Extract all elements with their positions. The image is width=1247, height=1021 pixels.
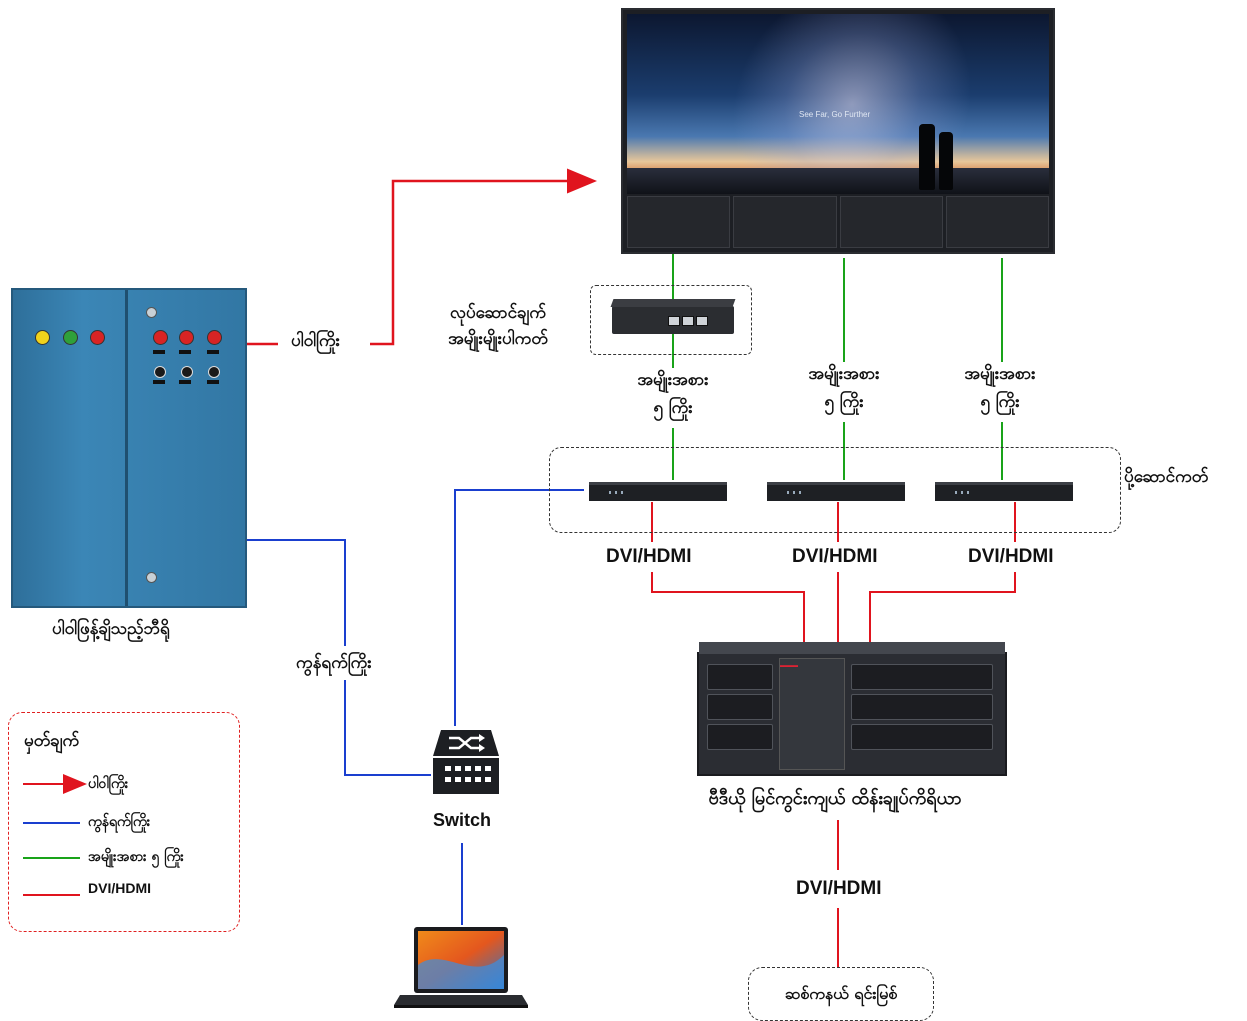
- signal-source-label: ဆစ်ကနယ် ရင်းမြစ်: [784, 984, 898, 1003]
- cat5-label-2: အမျိုးအစား ၅ ကြိုး: [774, 360, 914, 416]
- multifunction-card-device: [610, 299, 736, 334]
- cat5-label-3-line2: ၅ ကြိုး: [980, 392, 1020, 412]
- multifunction-card-label-line2: အမျိုးမျိုးပါကတ်: [448, 329, 548, 349]
- cat5-label-3: အမျိုးအစား ၅ ကြိုး: [930, 360, 1070, 416]
- power-cable-line: [243, 168, 597, 346]
- cat5-label-1-line2: ၅ ကြိုး: [653, 398, 693, 418]
- dvi-label-1: DVI/HDMI: [606, 546, 692, 567]
- cat5-label-1-line1: အမျိုးအစား: [637, 370, 709, 390]
- sending-card-1: [589, 482, 727, 501]
- dvi-label-bottom: DVI/HDMI: [796, 878, 882, 899]
- dvi-label-3: DVI/HDMI: [968, 546, 1054, 567]
- network-cable-line: [243, 489, 584, 925]
- multifunction-card-label: လုပ်ဆောင်ချက် အမျိုးမျိုးပါကတ်: [428, 300, 568, 352]
- video-wall-tagline: See Far, Go Further: [799, 110, 871, 119]
- legend-item-network: ကွန်ရက်ကြိုး: [88, 814, 151, 830]
- gateway-box: [590, 285, 752, 355]
- switch-icon: [433, 730, 499, 794]
- legend-title: မှတ်ချက်: [24, 731, 80, 751]
- laptop-icon: [394, 927, 528, 1008]
- controller-brand: ▬▬▬: [780, 663, 798, 669]
- video-wall-controller: [697, 642, 1007, 776]
- switch-label: Switch: [433, 810, 492, 830]
- cabinet-label: ပါဝါဖြန့်ချိသည့်ဘီရို: [52, 619, 170, 639]
- legend-item-power: ပါဝါကြိုး: [88, 776, 129, 792]
- sending-card-label: ပို့ဆောင်ကတ်: [1124, 467, 1209, 487]
- dvi-label-2: DVI/HDMI: [792, 546, 878, 567]
- video-wall-lower-panels: [627, 196, 1049, 248]
- cat5-label-2-line1: အမျိုးအစား: [808, 364, 880, 384]
- controller-label: ဗီဒီယို မြင်ကွင်းကျယ် ထိန်းချုပ်ကိရိယာ: [708, 788, 962, 809]
- video-wall-screen: See Far, Go Further: [627, 14, 1049, 194]
- power-cable-label: ပါဝါကြိုး: [291, 331, 340, 351]
- sending-card-box: [549, 447, 1121, 533]
- sending-card-3: [935, 482, 1073, 501]
- power-distribution-cabinet: [11, 288, 247, 608]
- legend-item-cat5: အမျိုးအစား ၅ ကြိုး: [88, 849, 184, 865]
- legend: [8, 712, 240, 932]
- cat5-label-2-line2: ၅ ကြိုး: [824, 392, 864, 412]
- network-cable-label: ကွန်ရက်ကြိုး: [296, 653, 372, 673]
- legend-item-dvi: DVI/HDMI: [88, 880, 151, 896]
- multifunction-card-label-line1: လုပ်ဆောင်ချက်: [450, 303, 546, 323]
- video-wall: See Far, Go Further: [621, 8, 1055, 254]
- sending-card-2: [767, 482, 905, 501]
- cat5-label-1: အမျိုးအစား ၅ ကြိုး: [603, 366, 743, 422]
- cat5-label-3-line1: အမျိုးအစား: [964, 364, 1036, 384]
- dvi-cable-line: [651, 502, 1016, 968]
